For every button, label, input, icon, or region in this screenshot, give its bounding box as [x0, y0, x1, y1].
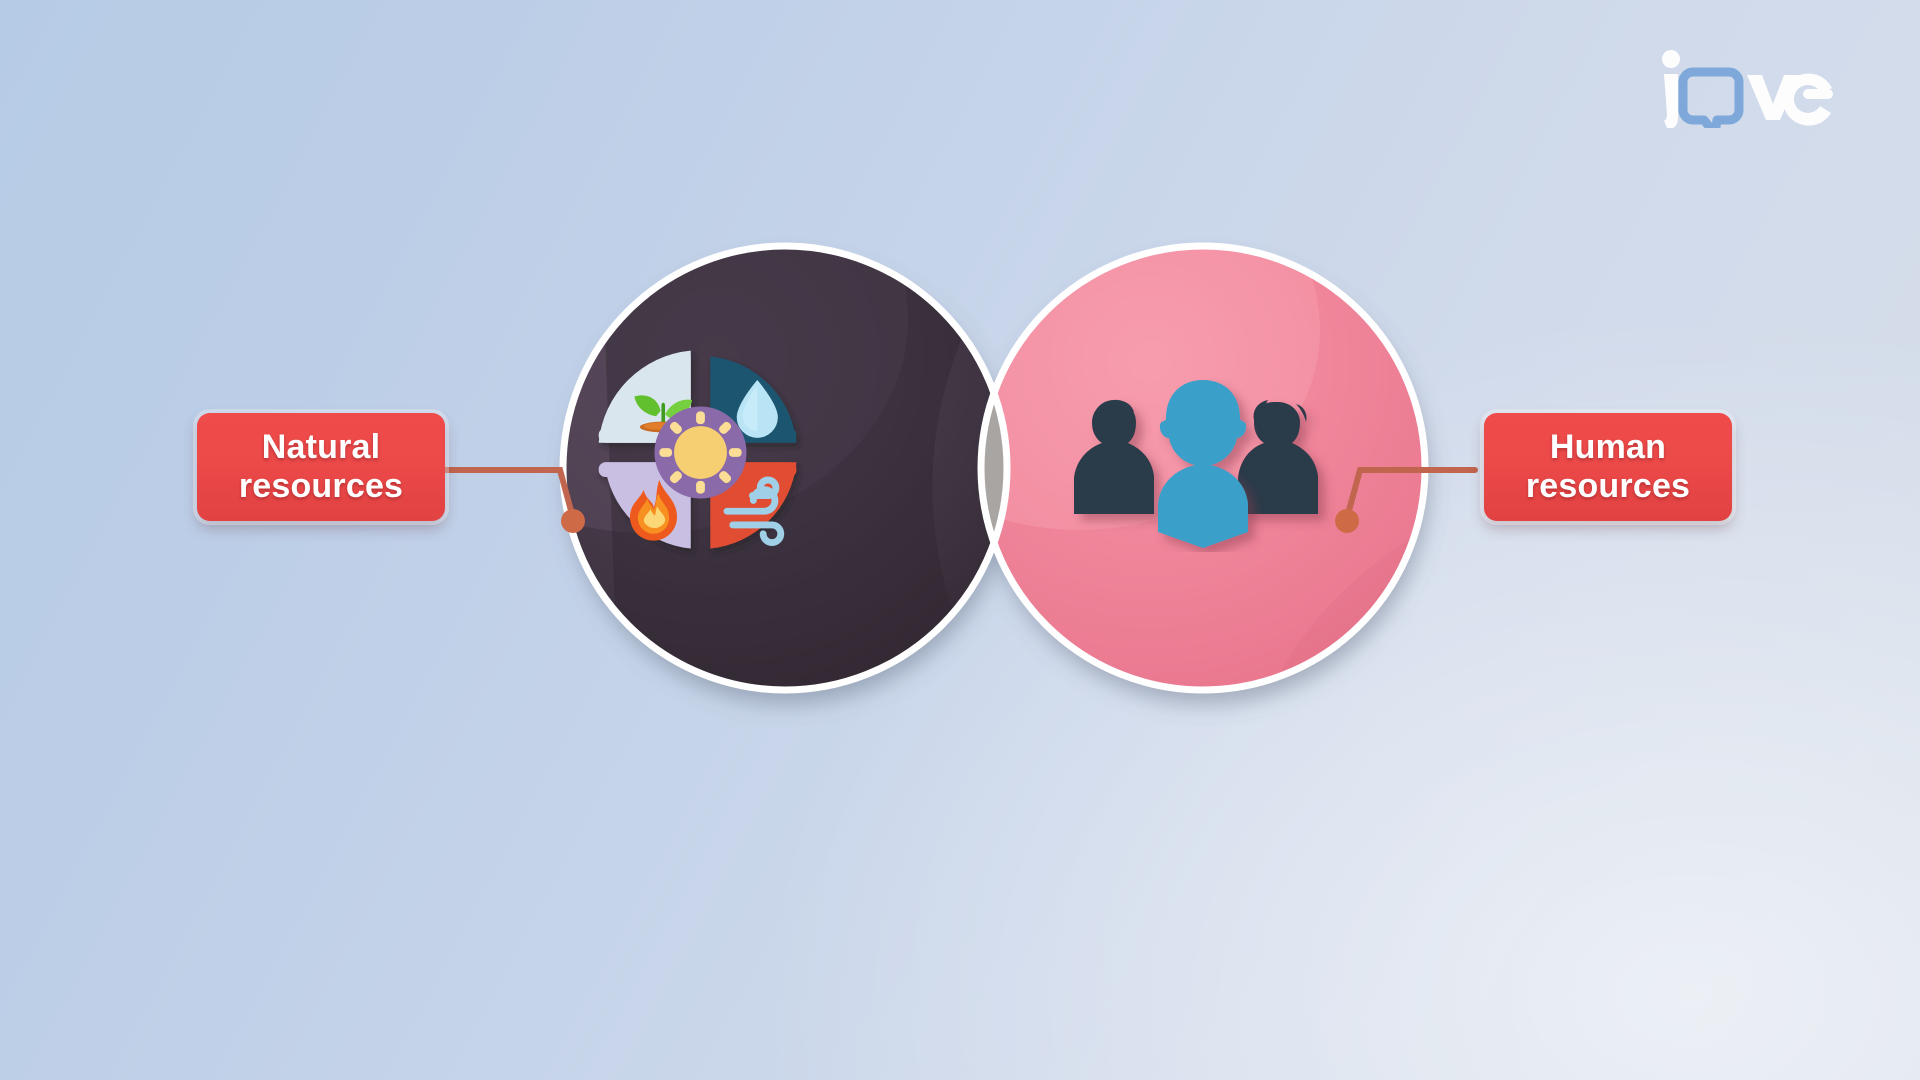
label-natural-line1: Natural — [261, 428, 381, 467]
fire-icon — [630, 479, 677, 541]
connector-dot-natural — [561, 509, 585, 533]
connector-human — [1344, 467, 1478, 521]
label-natural-resources[interactable]: Natural resources — [197, 413, 445, 521]
human-resources-people-group — [1068, 372, 1338, 552]
person-silhouette-left-icon — [1074, 399, 1154, 514]
wind-icon — [723, 476, 785, 546]
person-silhouette-center-icon — [1158, 380, 1248, 548]
connector-natural — [442, 467, 576, 521]
label-human-resources[interactable]: Human resources — [1484, 413, 1732, 521]
sun-icon — [654, 406, 747, 499]
water-drop-icon — [736, 380, 778, 438]
jove-logo — [1655, 48, 1845, 128]
label-natural-line2: resources — [238, 467, 404, 505]
natural-resources-icon-cluster — [583, 335, 818, 570]
connector-dot-human — [1335, 509, 1359, 533]
person-silhouette-right-icon — [1238, 400, 1318, 514]
label-human-line1: Human — [1549, 428, 1667, 467]
label-human-line2: resources — [1525, 467, 1691, 505]
